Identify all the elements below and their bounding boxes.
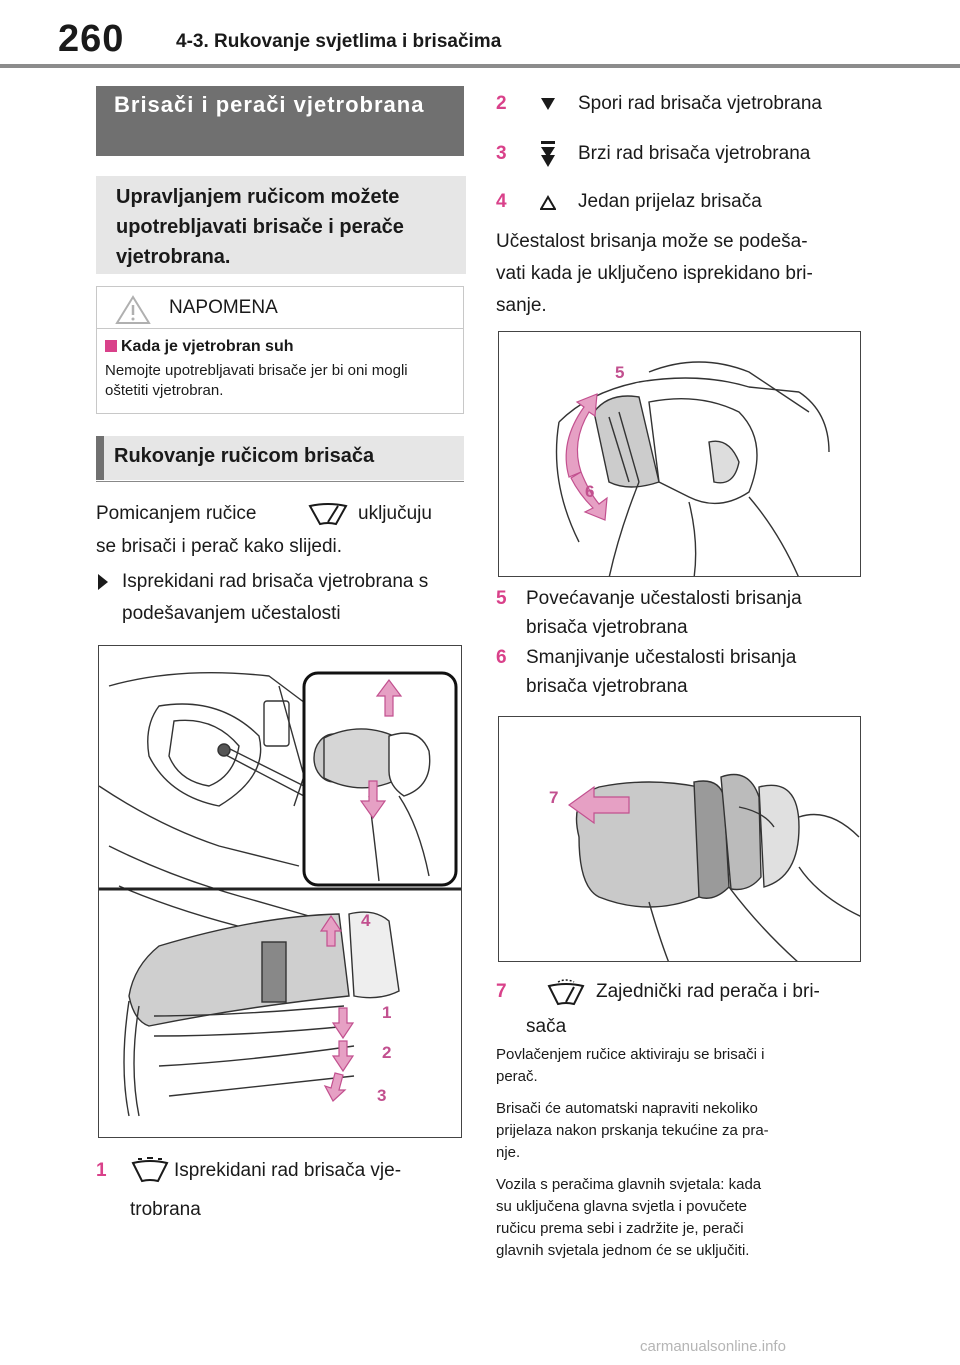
figure-frequency-adjust: 5 6 bbox=[498, 331, 861, 577]
single-wipe-icon bbox=[540, 195, 556, 210]
triangle-bullet-icon bbox=[98, 574, 108, 590]
intro-text-b: uključuju bbox=[358, 503, 432, 524]
item-6: 6 Smanjivanje učestalosti brisanja brisa… bbox=[496, 642, 866, 703]
item-6-number: 6 bbox=[496, 647, 507, 668]
header-rule bbox=[0, 64, 960, 68]
figure-label-2: 2 bbox=[382, 1043, 391, 1062]
item-1-number: 1 bbox=[96, 1160, 107, 1181]
item-3-text: Brzi rad brisača vjetrobrana bbox=[578, 143, 811, 164]
figure-label-4: 4 bbox=[361, 911, 371, 930]
item-list: 2 Spori rad brisača vjetrobrana 3 Brzi r… bbox=[496, 88, 866, 218]
square-bullet-icon bbox=[105, 340, 117, 352]
washer-wiper-icon bbox=[547, 979, 585, 1006]
item-7-line2: sača bbox=[526, 1016, 567, 1037]
item-2-number: 2 bbox=[496, 93, 507, 114]
bullet-item: Isprekidani rad brisača vjetrobrana s po… bbox=[96, 566, 466, 630]
figure-label-5: 5 bbox=[615, 363, 624, 382]
note-1: Povlačenjem ručice aktiviraju se brisači… bbox=[496, 1046, 765, 1085]
figure-2-illustration: 5 6 bbox=[555, 361, 830, 576]
notice-label: NAPOMENA bbox=[169, 297, 278, 318]
item-1-text-b: trobrana bbox=[130, 1199, 201, 1220]
item-2: 2 Spori rad brisača vjetrobrana bbox=[496, 88, 866, 120]
item-4-number: 4 bbox=[496, 191, 507, 212]
item-5-line1: Povećavanje učestalosti brisanja bbox=[526, 588, 802, 609]
item-6-line2: brisača vjetrobrana bbox=[526, 676, 688, 697]
fast-wiper-icon bbox=[541, 141, 555, 167]
figure-label-1: 1 bbox=[382, 1003, 391, 1022]
item-3-number: 3 bbox=[496, 143, 507, 164]
figure-washer-operation: 7 bbox=[498, 716, 861, 962]
item-5: 5 Povećavanje učestalosti brisanja brisa… bbox=[496, 583, 866, 644]
notice-box: NAPOMENA Kada je vjetrobran suh Nemojte … bbox=[96, 286, 464, 414]
notes: Povlačenjem ručice aktiviraju se brisači… bbox=[496, 1044, 866, 1262]
intro-paragraph: Pomicanjem ručice uključuju se brisači i… bbox=[96, 498, 464, 563]
wiper-lever-icon bbox=[308, 503, 348, 526]
warning-triangle-icon bbox=[115, 295, 151, 324]
section-title: 4-3. Rukovanje svjetlima i brisačima bbox=[176, 31, 502, 52]
item-7-line1: Zajednički rad perača i bri- bbox=[596, 981, 820, 1002]
subheading-rule bbox=[96, 481, 464, 482]
chapter-title: Brisači i perači vjetrobrana bbox=[96, 86, 464, 156]
page-number: 260 bbox=[58, 18, 125, 60]
item-1-text-a: Isprekidani rad brisača vje- bbox=[174, 1160, 402, 1181]
slow-wiper-icon bbox=[541, 98, 555, 110]
note-2: Brisači će automatski napraviti nekoliko… bbox=[496, 1100, 769, 1161]
item-1: 1 Isprekidani rad brisača vje- trobrana bbox=[96, 1155, 466, 1226]
item-4-text: Jedan prijelaz brisača bbox=[578, 191, 762, 212]
intro-text-c: se brisači i perač kako slijedi. bbox=[96, 536, 343, 557]
figure-label-7: 7 bbox=[549, 788, 558, 807]
figure-label-6: 6 bbox=[585, 482, 594, 501]
item-5-line2: brisača vjetrobrana bbox=[526, 617, 688, 638]
bullet-text: Isprekidani rad brisača vjetrobrana s po… bbox=[122, 571, 429, 624]
item-2-text: Spori rad brisača vjetrobrana bbox=[578, 93, 822, 114]
item-4: 4 Jedan prijelaz brisača bbox=[496, 186, 866, 218]
footer-watermark: carmanualsonline.info bbox=[640, 1338, 786, 1355]
page-header: 260 4-3. Rukovanje svjetlima i brisačima bbox=[0, 0, 960, 68]
item-7-number: 7 bbox=[496, 981, 507, 1002]
item-6-line1: Smanjivanje učestalosti brisanja bbox=[526, 647, 797, 668]
notice-text: Nemojte upotrebljavati brisače jer bi on… bbox=[105, 362, 408, 399]
frequency-paragraph: Učestalost brisanja može se podeša- vati… bbox=[496, 231, 813, 316]
notice-subtitle: Kada je vjetrobran suh bbox=[105, 337, 455, 357]
item-7: 7 Zajednički rad perača i bri- sača bbox=[496, 976, 866, 1043]
figure-3-illustration: 7 bbox=[549, 773, 860, 961]
notice-header: NAPOMENA bbox=[97, 287, 463, 329]
note-3: Vozila s peračima glavnih svjetala: kada… bbox=[496, 1176, 762, 1259]
lead-text: Upravljanjem ručicom možete upotrebljava… bbox=[96, 176, 466, 274]
figure-wiper-lever-overview: 4 1 2 3 bbox=[98, 645, 462, 1138]
subheading: Rukovanje ručicom brisača bbox=[96, 436, 464, 480]
intro-text-a: Pomicanjem ručice bbox=[96, 503, 257, 524]
item-5-number: 5 bbox=[496, 588, 507, 609]
item-3: 3 Brzi rad brisača vjetrobrana bbox=[496, 138, 866, 170]
intermittent-wiper-icon bbox=[131, 1157, 169, 1183]
figure-illustration: 4 1 2 3 bbox=[99, 671, 461, 1117]
figure-label-3: 3 bbox=[377, 1086, 386, 1105]
